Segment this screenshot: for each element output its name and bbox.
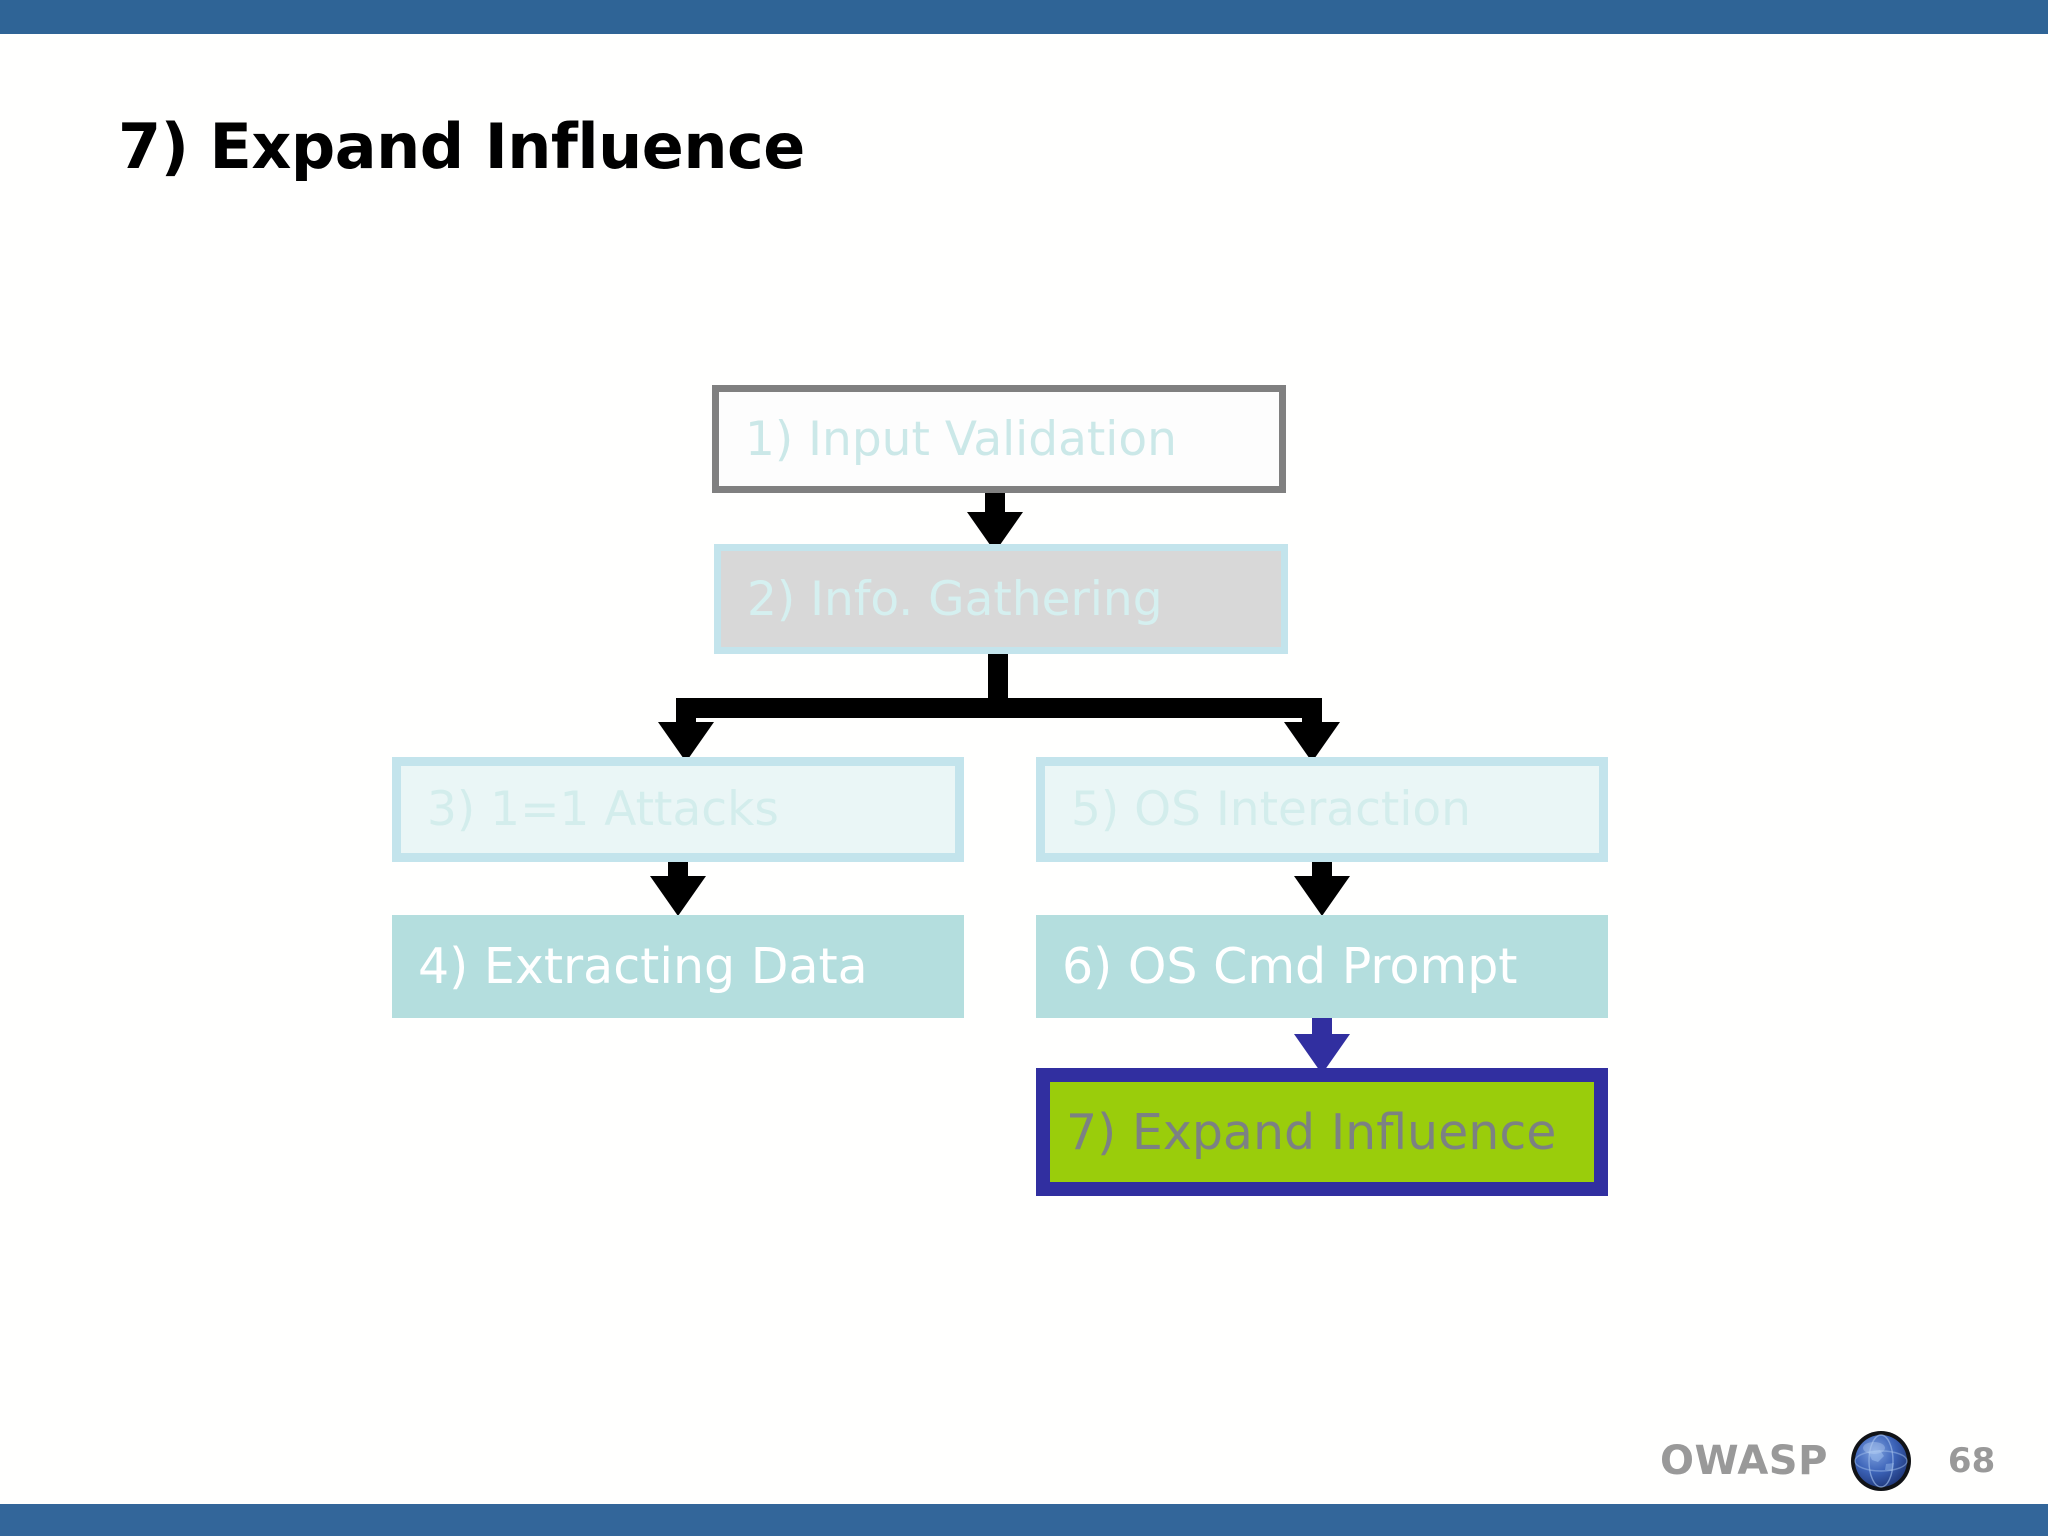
flow-node-label: 5) OS Interaction [1071,782,1471,837]
edge-branch-left-line [676,698,696,728]
flow-node-label: 1) Input Validation [745,411,1177,467]
flow-node-label: 2) Info. Gathering [747,571,1163,627]
flow-node-label: 3) 1=1 Attacks [427,782,779,837]
flow-node-label: 4) Extracting Data [418,938,868,995]
page-title: 7) Expand Influence [118,110,805,183]
arrowhead-down-icon [658,722,714,762]
page-number: 68 [1947,1441,1996,1481]
edge-bus-line [676,698,1322,718]
flow-node-os-cmd-prompt[interactable]: 6) OS Cmd Prompt [1036,915,1608,1018]
arrowhead-down-icon [1294,876,1350,916]
arrowhead-down-icon [1294,1034,1350,1074]
arrowhead-down-icon [1284,722,1340,762]
owasp-globe-icon [1850,1430,1912,1492]
footer: OWASP 68 [1660,1430,1995,1492]
flow-node-label: 6) OS Cmd Prompt [1062,938,1518,995]
flow-node-info-gathering[interactable]: 2) Info. Gathering [714,544,1288,654]
bottom-accent-bar [0,1504,2048,1536]
top-accent-bar [0,0,2048,34]
arrowhead-down-icon [650,876,706,916]
flow-node-extracting-data[interactable]: 4) Extracting Data [392,915,964,1018]
flow-node-os-interaction[interactable]: 5) OS Interaction [1036,757,1608,862]
flow-node-one-equals-one-attacks[interactable]: 3) 1=1 Attacks [392,757,964,862]
owasp-brand-label: OWASP [1660,1438,1828,1484]
edge-branch-right-line [1302,698,1322,728]
flow-node-expand-influence[interactable]: 7) Expand Influence [1036,1068,1608,1196]
flow-node-label: 7) Expand Influence [1066,1103,1557,1161]
flow-node-input-validation[interactable]: 1) Input Validation [712,385,1286,493]
